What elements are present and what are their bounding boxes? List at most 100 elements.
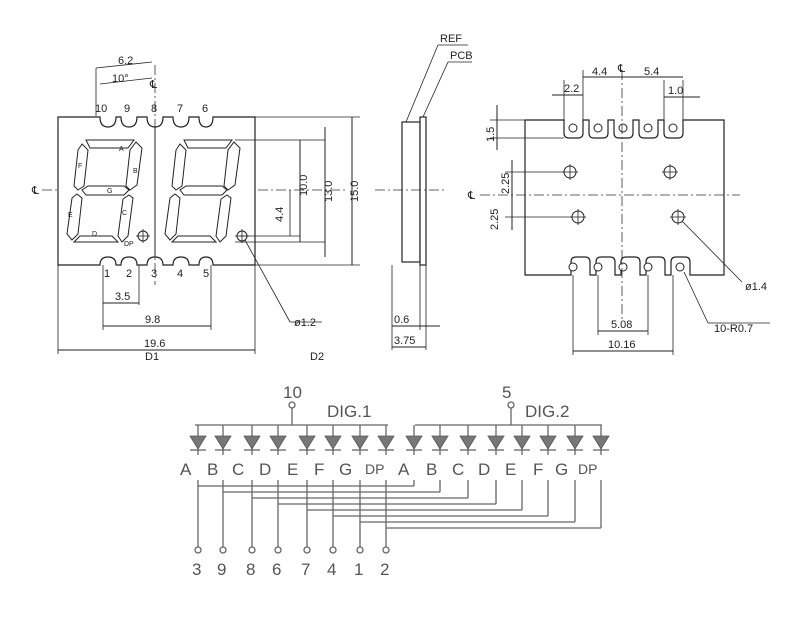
schem-d2-g: G xyxy=(555,460,568,479)
seg-label-f: F xyxy=(78,163,82,170)
digit-2-segments xyxy=(164,139,249,243)
bottom-pin-1: 1 xyxy=(104,268,110,280)
dim-hole-diameter: ø1.4 xyxy=(745,281,767,293)
dim-1-0: 1.0 xyxy=(668,85,683,97)
schem-d2-a: A xyxy=(398,460,410,479)
segment-d xyxy=(72,235,120,243)
side-view: REF PCB 0.6 3.75 D2 xyxy=(310,33,473,363)
schem-d1-c: C xyxy=(232,460,244,479)
top-pin-9: 9 xyxy=(124,103,130,115)
mounting-holes xyxy=(562,164,686,225)
diode-7 xyxy=(351,435,369,450)
diode-9 xyxy=(405,435,423,450)
schem-common-pin-5: 5 xyxy=(502,383,511,402)
dim-10-deg: 10° xyxy=(112,73,129,85)
bottom-pin-2: 2 xyxy=(126,268,132,280)
seg-label-a: A xyxy=(119,146,124,153)
schem-d1-f: F xyxy=(314,460,324,479)
schem-pin-3: 3 xyxy=(192,560,201,579)
schem-pin-4: 4 xyxy=(327,560,336,579)
schem-d2-e: E xyxy=(505,460,516,479)
bottom-view: ℄ ℄ 4.4 5.4 2.2 1.0 1.5 2.25 2.25 ø1.4 xyxy=(467,63,770,355)
diode-10 xyxy=(431,435,449,450)
schem-d1-b: B xyxy=(207,460,218,479)
front-centerline-mark: ℄ xyxy=(31,185,39,197)
view-label-d1: D1 xyxy=(145,351,159,363)
schem-d1-g: G xyxy=(339,460,352,479)
digit-1-segments: A B C D E F G DP xyxy=(66,139,150,248)
segment-a xyxy=(85,139,135,149)
schem-dig2-segments: A B C D E F G DP xyxy=(398,460,597,479)
dim-6-2: 6.2 xyxy=(118,55,133,67)
top-pin-8: 8 xyxy=(151,103,157,115)
bottom-pin-4: 4 xyxy=(177,268,183,280)
schem-pin-8: 8 xyxy=(246,560,255,579)
dim-5-4: 5.4 xyxy=(644,66,659,78)
segment-f xyxy=(73,143,89,191)
callout-ref: REF xyxy=(440,33,462,45)
diode-14 xyxy=(539,435,557,450)
schem-diodes xyxy=(189,425,610,547)
bottom-pin-3: 3 xyxy=(151,268,157,280)
diode-12 xyxy=(487,435,505,450)
dim-3-75: 3.75 xyxy=(394,335,415,347)
schem-pin-9: 9 xyxy=(217,560,226,579)
dim-5-08: 5.08 xyxy=(611,319,632,331)
diode-5 xyxy=(298,435,316,450)
dim-9-8: 9.8 xyxy=(145,314,160,326)
dim-4-4: 4.4 xyxy=(274,207,286,222)
schem-d1-dp: DP xyxy=(365,461,384,477)
diode-2 xyxy=(214,435,232,450)
schem-d2-d: D xyxy=(478,460,490,479)
dim-4-4-bottom: 4.4 xyxy=(592,66,607,78)
dim-10-16: 10.16 xyxy=(608,339,636,351)
schem-pin-7: 7 xyxy=(301,560,310,579)
dim-0-6: 0.6 xyxy=(394,314,409,326)
schem-d2-f: F xyxy=(533,460,543,479)
bottom-centerline-h: ℄ xyxy=(467,190,475,202)
bottom-view-body xyxy=(524,119,725,276)
segment-c xyxy=(117,194,134,243)
bottom-pin-5: 5 xyxy=(203,268,209,280)
schem-pin-6: 6 xyxy=(272,560,281,579)
schem-pin-2: 2 xyxy=(380,560,389,579)
dim-2-25-a: 2.25 xyxy=(500,173,512,194)
schem-d2-dp: DP xyxy=(578,461,597,477)
seg-label-d: D xyxy=(92,231,97,238)
diode-1 xyxy=(189,435,207,450)
schem-d2-c: C xyxy=(452,460,464,479)
segment-b xyxy=(125,141,143,191)
schem-dig2-label: DIG.2 xyxy=(525,402,569,421)
top-pin-6: 6 xyxy=(202,103,208,115)
schem-pin-1: 1 xyxy=(354,560,363,579)
schem-dig1-label: DIG.1 xyxy=(327,402,371,421)
diode-3 xyxy=(243,435,261,450)
front-top-centerline-mark: ℄ xyxy=(149,79,157,91)
top-pin-7: 7 xyxy=(177,103,183,115)
seg-label-c: C xyxy=(122,210,127,217)
seg-label-g: G xyxy=(107,188,112,195)
dim-15-0: 15.0 xyxy=(349,181,361,202)
dim-2-25-b: 2.25 xyxy=(489,209,501,230)
side-body xyxy=(401,121,421,263)
dim-3-5: 3.5 xyxy=(115,291,130,303)
dim-dp-diameter: ø1.2 xyxy=(294,317,316,329)
seg-label-e: E xyxy=(68,212,73,219)
dim-10-0: 10.0 xyxy=(298,175,310,196)
dim-19-6: 19.6 xyxy=(144,338,165,350)
segment-g xyxy=(81,185,130,196)
dim-13-0: 13.0 xyxy=(323,181,335,202)
callout-pcb: PCB xyxy=(450,50,473,62)
diode-8 xyxy=(377,435,395,450)
schem-d1-a: A xyxy=(180,460,192,479)
dim-pin-radius: 10-R0.7 xyxy=(714,323,753,335)
schem-output-pins: 3 9 8 6 7 4 1 2 xyxy=(192,546,390,579)
diode-13 xyxy=(513,435,531,450)
dim-2-2: 2.2 xyxy=(564,83,579,95)
front-bottom-pins: 1 2 3 4 5 xyxy=(104,268,209,280)
schem-dig1-segments: A B C D E F G DP xyxy=(180,460,384,479)
side-pcb xyxy=(419,116,427,266)
schem-common-pin-10: 10 xyxy=(283,383,302,402)
diode-11 xyxy=(459,435,477,450)
